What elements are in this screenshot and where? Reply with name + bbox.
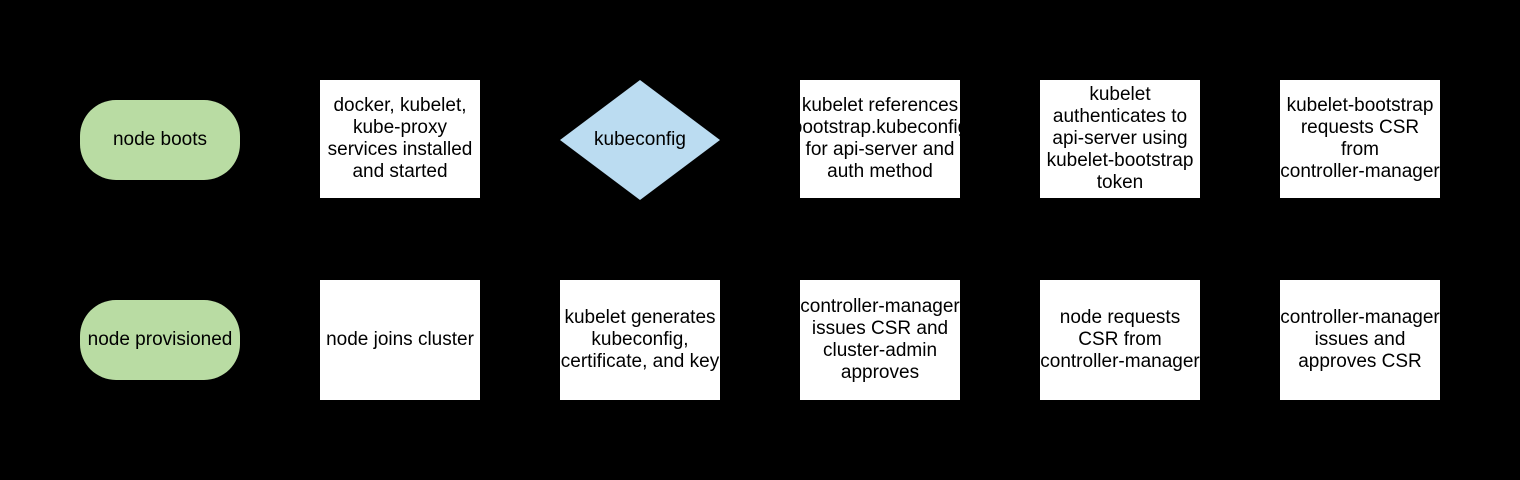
node-label: docker, kubelet, kube-proxy services ins… [327, 95, 473, 182]
flow-node-node-joins-cluster: node joins cluster [320, 280, 480, 400]
flow-node-controller-manager-issues-csr-cluster-admin-approves: controller-manager issues CSR and cluste… [800, 280, 960, 400]
flow-node-kubelet-references-bootstrap-kubeconfig: kubelet references bootstrap.kubeconfig … [800, 80, 960, 198]
flow-node-controller-manager-issues-and-approves-csr: controller-manager issues and approves C… [1280, 280, 1440, 400]
node-label: kubelet generates kubeconfig, certificat… [560, 307, 720, 372]
node-label: controller-manager issues and approves C… [1280, 307, 1440, 372]
flow-node-node-requests-csr: node requests CSR from controller-manage… [1040, 280, 1200, 400]
flow-node-kubeconfig-decision: kubeconfig [560, 80, 720, 200]
node-label: kubeconfig [594, 129, 686, 150]
node-label: controller-manager issues CSR and cluste… [800, 296, 960, 383]
node-label: kubelet references bootstrap.kubeconfig … [800, 95, 960, 182]
node-label: node requests CSR from controller-manage… [1040, 307, 1200, 372]
node-label: node boots [112, 129, 208, 150]
flow-node-kubelet-bootstrap-requests-csr: kubelet-bootstrap requests CSR from cont… [1280, 80, 1440, 198]
flow-node-kubelet-authenticates: kubelet authenticates to api-server usin… [1040, 80, 1200, 198]
flow-node-node-boots: node boots [80, 100, 240, 180]
flow-node-kubelet-generates-kubeconfig: kubelet generates kubeconfig, certificat… [560, 280, 720, 400]
flow-node-services-installed: docker, kubelet, kube-proxy services ins… [320, 80, 480, 198]
node-label: kubelet authenticates to api-server usin… [1046, 84, 1194, 193]
node-label: node provisioned [87, 329, 233, 350]
node-label: node joins cluster [326, 329, 474, 350]
flow-node-node-provisioned: node provisioned [80, 300, 240, 380]
node-label: kubelet-bootstrap requests CSR from cont… [1280, 95, 1440, 182]
